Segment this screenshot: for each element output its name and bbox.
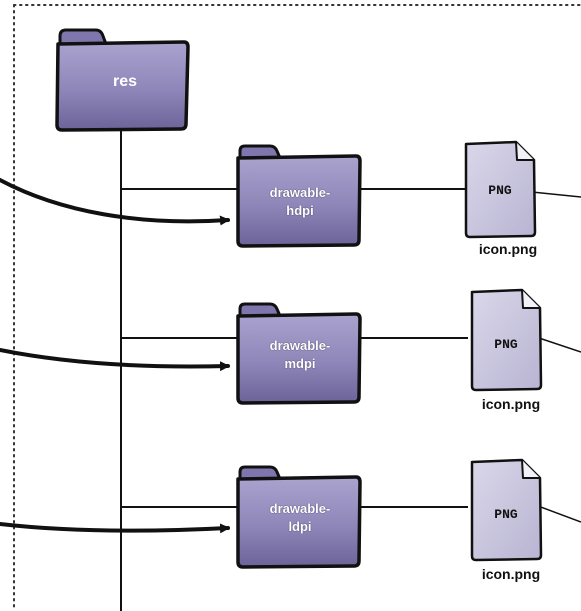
drawable-mdpi-folder-icon[interactable] <box>236 302 362 405</box>
drawable-ldpi-folder-icon[interactable] <box>236 465 362 569</box>
png-file-icon-hdpi[interactable] <box>464 140 537 239</box>
png-file-icon-ldpi[interactable] <box>470 458 543 562</box>
res-folder-icon[interactable] <box>55 28 190 132</box>
drawable-hdpi-label-line2: hdpi <box>286 203 314 218</box>
arrow-to-hdpi <box>0 178 230 226</box>
arrow-to-ldpi <box>0 522 230 534</box>
png-badge-hdpi: PNG <box>488 183 512 198</box>
drawable-mdpi-label-line1: drawable- <box>269 338 331 353</box>
file-name-mdpi: icon.png <box>481 396 541 412</box>
drawable-ldpi-label-line1: drawable- <box>269 501 331 516</box>
arrow-to-mdpi <box>0 348 230 372</box>
png-file-icon-mdpi[interactable] <box>470 288 543 392</box>
file-name-hdpi: icon.png <box>478 241 538 257</box>
png-badge-ldpi: PNG <box>494 507 518 522</box>
res-folder-label: res <box>112 73 138 90</box>
drawable-ldpi-label-line2: ldpi <box>288 519 312 534</box>
drawable-hdpi-label-line1: drawable- <box>269 185 331 200</box>
drawable-hdpi-folder-icon[interactable] <box>236 144 362 248</box>
file-name-ldpi: icon.png <box>481 566 541 582</box>
drawable-mdpi-label-line2: mdpi <box>284 356 316 371</box>
png-badge-mdpi: PNG <box>494 337 518 352</box>
